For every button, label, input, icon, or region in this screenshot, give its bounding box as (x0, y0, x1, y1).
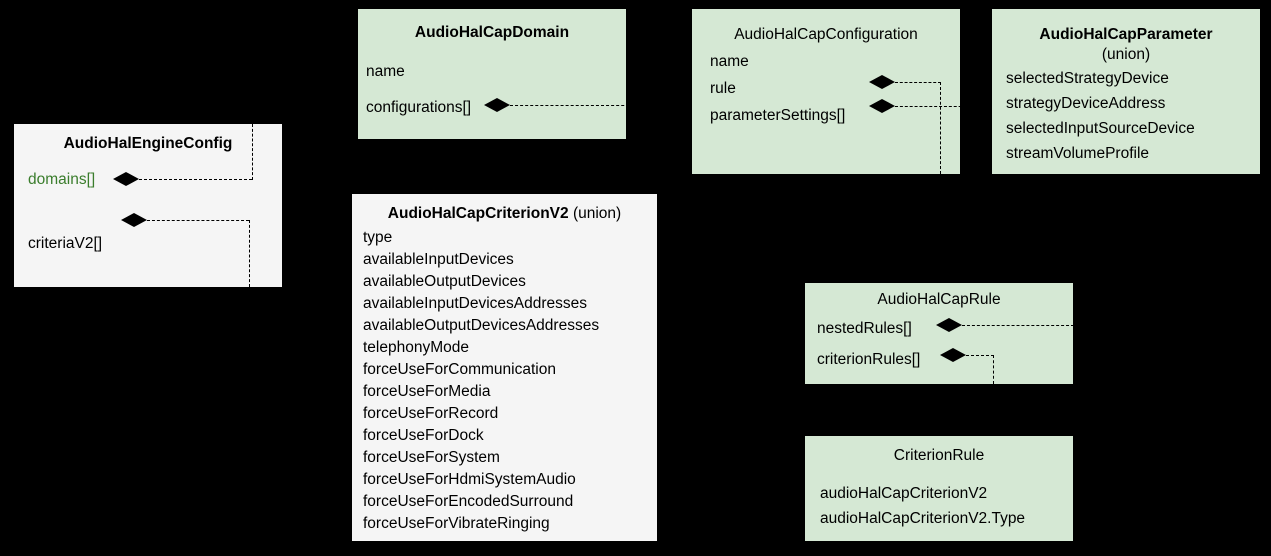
field-label-parameter-settings: parameterSettings[] (710, 107, 846, 124)
field-row-criterion-3[interactable]: availableInputDevicesAddresses (363, 296, 587, 312)
field-row-configuration-name[interactable]: name (710, 54, 749, 70)
class-box-audio-hal-cap-rule[interactable]: AudioHalCapRule nestedRules[] criterionR… (804, 282, 1074, 385)
field-label-force-use-for-vibrate-ringing: forceUseForVibrateRinging (363, 515, 550, 532)
field-label-force-use-for-record: forceUseForRecord (363, 405, 499, 422)
field-label-name: name (366, 63, 405, 80)
class-box-criterion-rule[interactable]: CriterionRule audioHalCapCriterionV2 aud… (804, 435, 1074, 542)
class-box-audio-hal-cap-parameter[interactable]: AudioHalCapParameter (union) selectedStr… (991, 8, 1261, 175)
aggregation-diamond-parameter-settings (869, 99, 895, 113)
field-label-criterion-rules: criterionRules[] (817, 351, 921, 368)
field-row-criterion-0[interactable]: type (363, 230, 392, 246)
field-row-criterion-8[interactable]: forceUseForRecord (363, 406, 498, 422)
class-box-audio-hal-cap-configuration[interactable]: AudioHalCapConfiguration name rule param… (691, 8, 961, 175)
field-row-rule[interactable]: rule (710, 81, 736, 97)
connector-criteria-v2-vertical (249, 220, 250, 287)
connector-nested-rules-horizontal (962, 325, 1074, 326)
field-row-audio-hal-cap-criterion-v2[interactable]: audioHalCapCriterionV2 (820, 486, 987, 502)
class-box-audio-hal-cap-domain[interactable]: AudioHalCapDomain name configurations[] (357, 8, 627, 140)
field-row-stream-volume-profile[interactable]: streamVolumeProfile (1006, 146, 1149, 162)
field-row-strategy-device-address[interactable]: strategyDeviceAddress (1006, 96, 1165, 112)
class-title-union-suffix: (union) (572, 205, 622, 222)
field-label-force-use-for-dock: forceUseForDock (363, 427, 484, 444)
class-title-criterion-rule: CriterionRule (893, 447, 985, 464)
class-title-audio-hal-engine-config: AudioHalEngineConfig (63, 135, 233, 152)
class-box-audio-hal-engine-config[interactable]: AudioHalEngineConfig domains[] criteriaV… (13, 123, 283, 288)
connector-criterion-rules-vertical (993, 355, 994, 384)
class-title-audio-hal-cap-parameter: AudioHalCapParameter (1039, 26, 1213, 43)
field-label-nested-rules: nestedRules[] (817, 320, 912, 337)
field-row-criterion-9[interactable]: forceUseForDock (363, 428, 484, 444)
field-label-force-use-for-media: forceUseForMedia (363, 383, 491, 400)
field-label-rule: rule (710, 80, 736, 97)
class-title-audio-hal-cap-configuration: AudioHalCapConfiguration (734, 26, 918, 43)
field-row-criteria-v2[interactable]: criteriaV2[] (28, 236, 102, 252)
connector-criterion-rules-horizontal (966, 355, 994, 356)
field-label-criteria-v2: criteriaV2[] (28, 235, 103, 252)
class-title-audio-hal-cap-domain: AudioHalCapDomain (414, 24, 570, 41)
field-label-audio-hal-cap-criterion-v2-type: audioHalCapCriterionV2.Type (820, 510, 1026, 527)
connector-criteria-v2-horizontal (147, 220, 249, 221)
aggregation-diamond-criterion-rules (940, 348, 966, 362)
aggregation-diamond-criteria-v2 (121, 213, 147, 227)
field-label-name: name (710, 53, 749, 70)
field-row-audio-hal-cap-criterion-v2-type[interactable]: audioHalCapCriterionV2.Type (820, 511, 1025, 527)
connector-rule-horizontal (895, 82, 941, 83)
field-row-criterion-12[interactable]: forceUseForEncodedSurround (363, 494, 573, 510)
connector-rule-vertical (940, 82, 941, 174)
class-title-audio-hal-cap-rule: AudioHalCapRule (877, 291, 1001, 308)
field-row-criterion-7[interactable]: forceUseForMedia (363, 384, 491, 400)
field-row-criterion-rules[interactable]: criterionRules[] (817, 352, 920, 368)
field-label-selected-input-source-device: selectedInputSourceDevice (1006, 120, 1195, 137)
class-title-text: AudioHalCapCriterionV2 (387, 205, 569, 222)
field-label-strategy-device-address: strategyDeviceAddress (1006, 95, 1166, 112)
field-label-configurations: configurations[] (366, 99, 472, 116)
connector-configurations-horizontal (510, 105, 695, 106)
field-label-available-output-devices: availableOutputDevices (363, 273, 526, 290)
aggregation-diamond-nested-rules (936, 318, 962, 332)
field-label-force-use-for-communication: forceUseForCommunication (363, 361, 556, 378)
field-row-criterion-13[interactable]: forceUseForVibrateRinging (363, 516, 550, 532)
field-row-domains[interactable]: domains[] (28, 172, 95, 188)
field-label-available-output-devices-addresses: availableOutputDevicesAddresses (363, 317, 600, 334)
class-box-audio-hal-cap-criterion-v2[interactable]: AudioHalCapCriterionV2 (union) type avai… (351, 193, 658, 542)
class-title-audio-hal-cap-criterion-v2: AudioHalCapCriterionV2 (union) (352, 204, 657, 223)
field-row-parameter-settings[interactable]: parameterSettings[] (710, 108, 845, 124)
field-label-domains: domains[] (28, 171, 96, 188)
field-row-criterion-11[interactable]: forceUseForHdmiSystemAudio (363, 472, 576, 488)
field-row-criterion-4[interactable]: availableOutputDevicesAddresses (363, 318, 599, 334)
field-label-force-use-for-encoded-surround: forceUseForEncodedSurround (363, 493, 574, 510)
field-row-nested-rules[interactable]: nestedRules[] (817, 321, 912, 337)
field-row-criterion-6[interactable]: forceUseForCommunication (363, 362, 556, 378)
field-label-telephony-mode: telephonyMode (363, 339, 469, 356)
field-row-domain-name[interactable]: name (366, 64, 405, 80)
field-row-configurations[interactable]: configurations[] (366, 100, 471, 116)
field-label-type: type (363, 229, 393, 246)
field-label-stream-volume-profile: streamVolumeProfile (1006, 145, 1150, 162)
field-label-available-input-devices: availableInputDevices (363, 251, 514, 268)
aggregation-diamond-domains (113, 172, 139, 186)
class-subtitle-union: (union) (1101, 46, 1151, 63)
field-row-criterion-10[interactable]: forceUseForSystem (363, 450, 500, 466)
connector-parameter-settings-horizontal (895, 106, 991, 107)
field-label-available-input-devices-addresses: availableInputDevicesAddresses (363, 295, 588, 312)
connector-domains-vertical (252, 124, 253, 180)
aggregation-diamond-configurations (484, 98, 510, 112)
connector-domains-horizontal (139, 179, 252, 180)
field-label-force-use-for-system: forceUseForSystem (363, 449, 500, 466)
field-label-selected-strategy-device: selectedStrategyDevice (1006, 70, 1169, 87)
aggregation-diamond-rule (869, 75, 895, 89)
field-row-selected-input-source-device[interactable]: selectedInputSourceDevice (1006, 121, 1195, 137)
field-row-criterion-5[interactable]: telephonyMode (363, 340, 469, 356)
field-label-force-use-for-hdmi-system-audio: forceUseForHdmiSystemAudio (363, 471, 576, 488)
field-row-criterion-1[interactable]: availableInputDevices (363, 252, 514, 268)
field-row-selected-strategy-device[interactable]: selectedStrategyDevice (1006, 71, 1169, 87)
field-row-criterion-2[interactable]: availableOutputDevices (363, 274, 526, 290)
field-label-audio-hal-cap-criterion-v2: audioHalCapCriterionV2 (820, 485, 988, 502)
